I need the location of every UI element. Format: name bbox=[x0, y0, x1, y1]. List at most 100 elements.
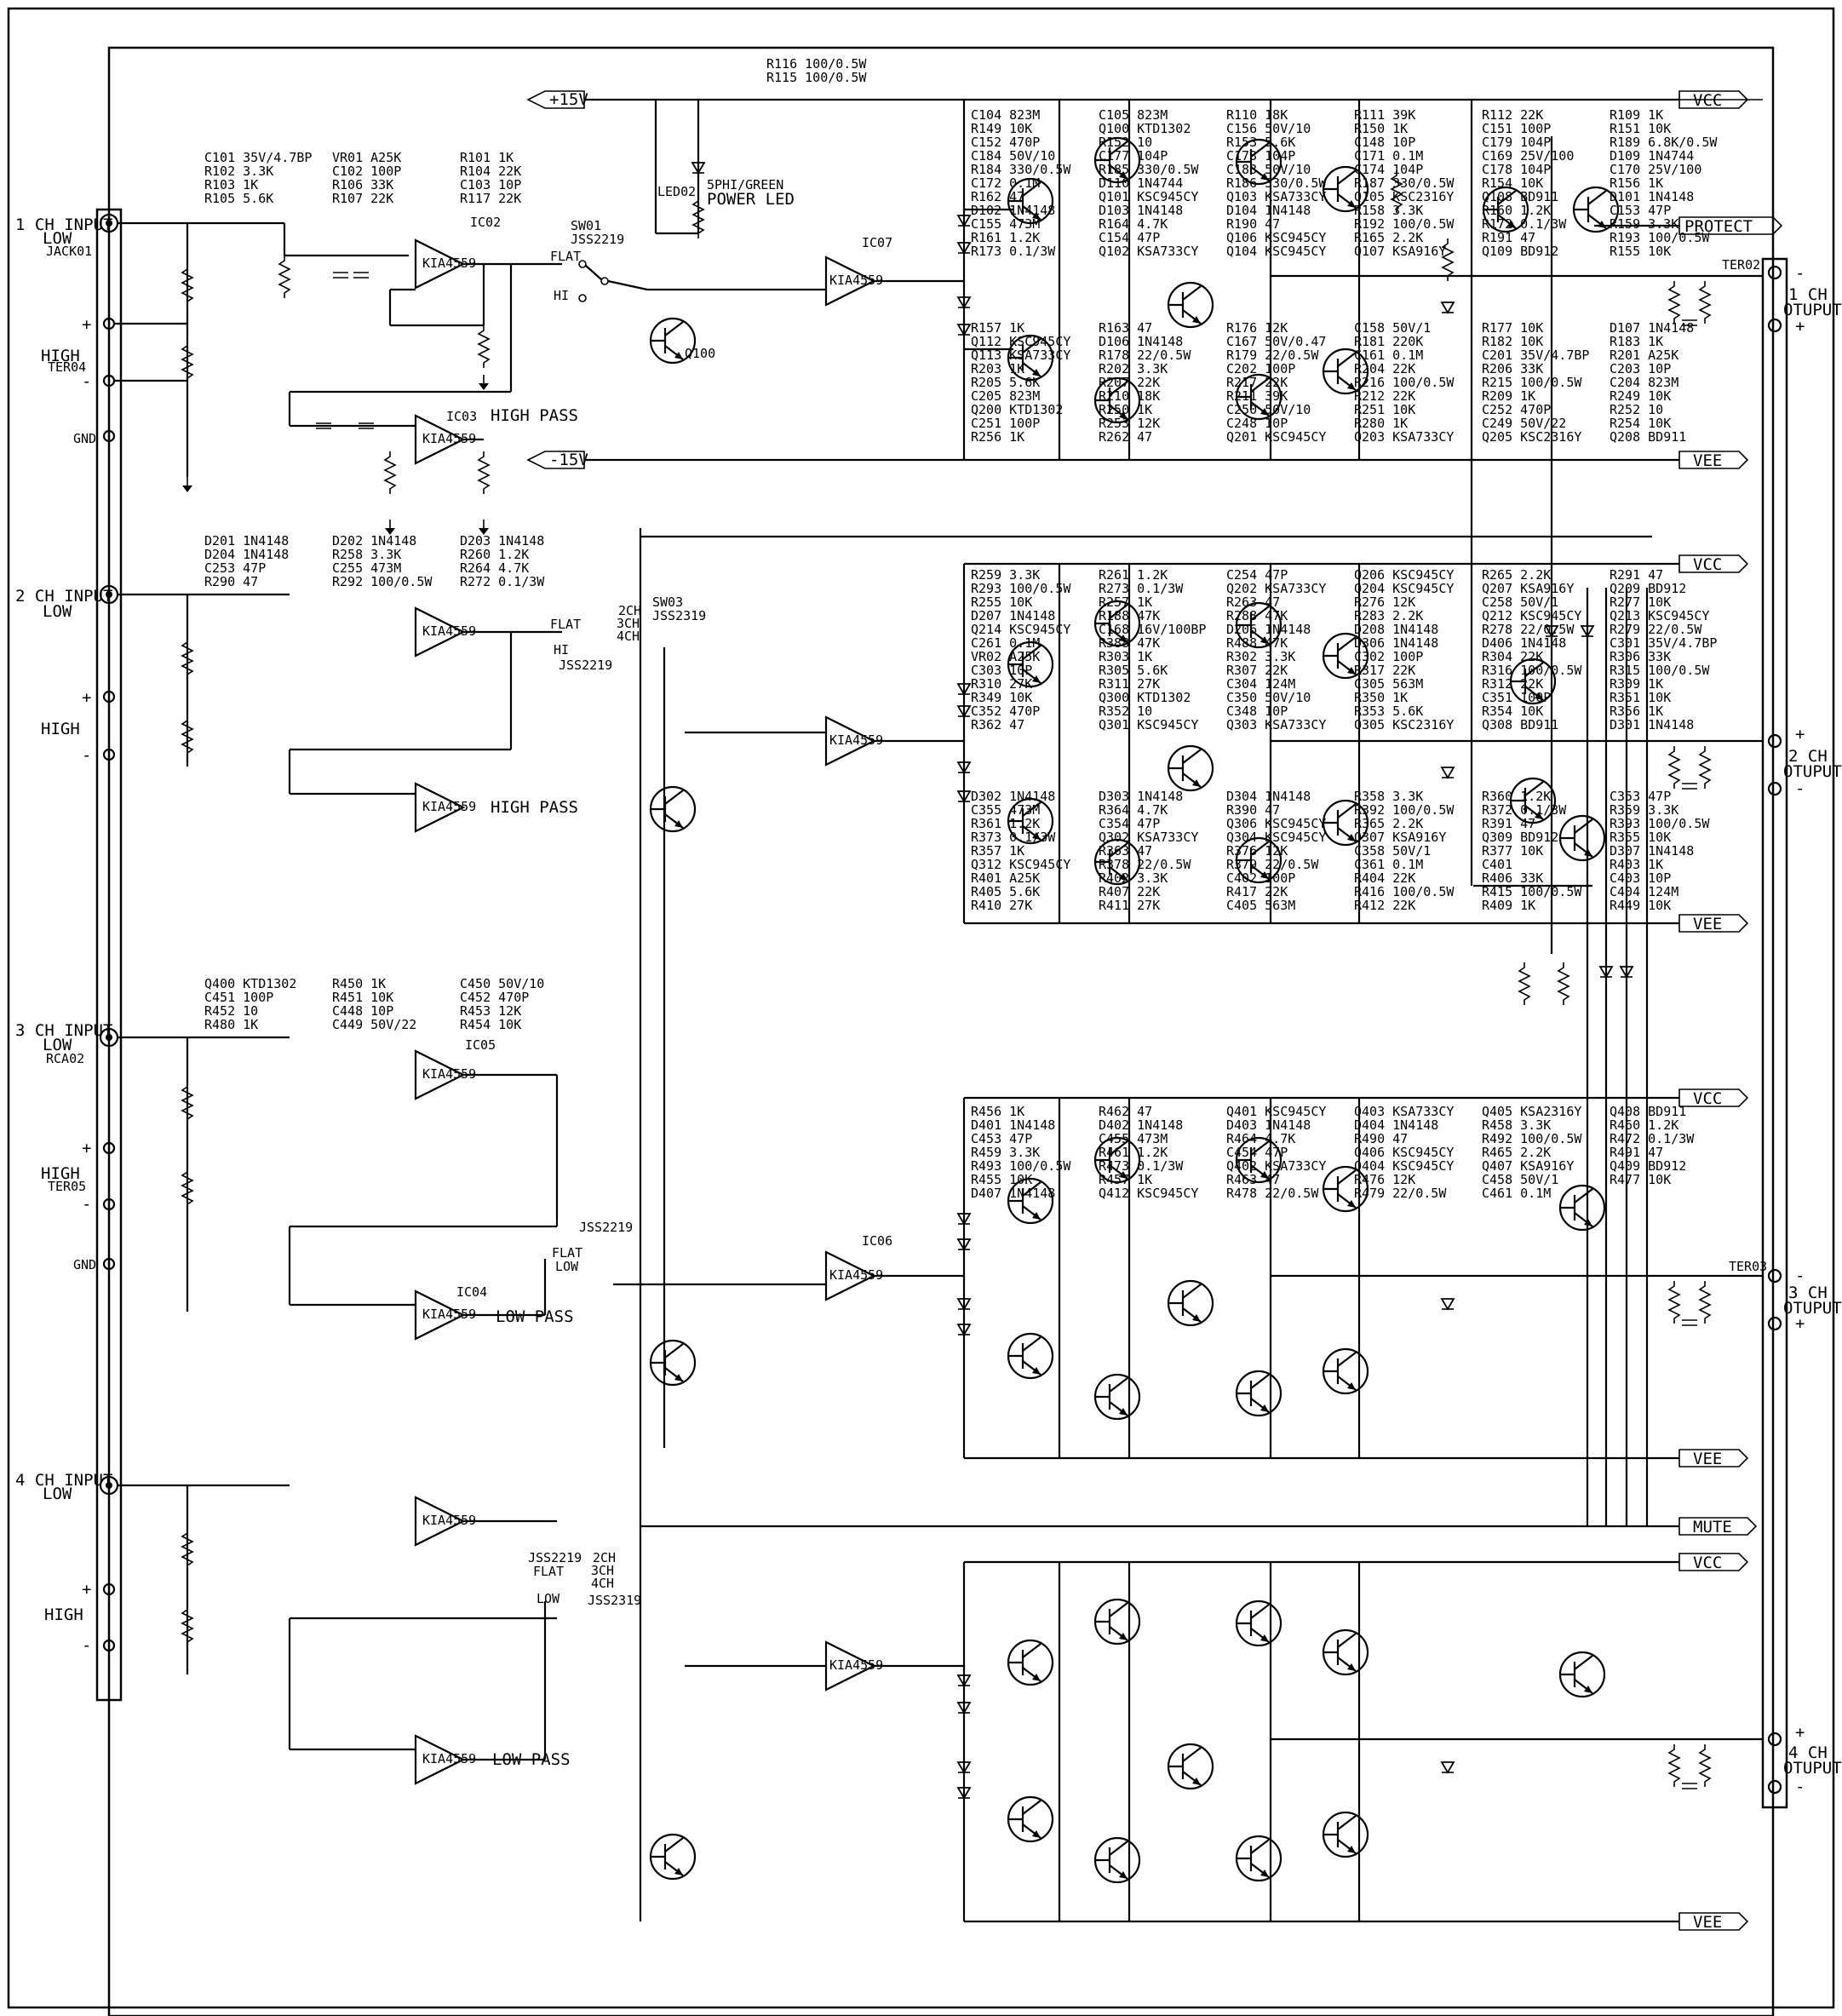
component-label: R252 10 bbox=[1610, 402, 1663, 417]
sw-flat-4: FLAT bbox=[533, 1564, 564, 1579]
component-label: C304 124M bbox=[1226, 676, 1295, 692]
component-label: R492 100/0.5W bbox=[1482, 1131, 1582, 1146]
component-label: R455 10K bbox=[971, 1172, 1032, 1187]
component-label: C172 0.1M bbox=[971, 175, 1040, 191]
opamp-part-4c: KIA4559 bbox=[829, 1657, 883, 1673]
component-label: R257 1K bbox=[1099, 594, 1152, 610]
opamp-part-2c: KIA4559 bbox=[829, 732, 883, 748]
component-label: R206 33K bbox=[1482, 361, 1543, 376]
component-label: R372 0.1/3W bbox=[1482, 802, 1567, 818]
component-label: R280 1K bbox=[1354, 416, 1408, 431]
component-label: Q113 KSA733CY bbox=[971, 347, 1070, 363]
component-label: R401 A25K bbox=[971, 870, 1040, 886]
component-label: R350 1K bbox=[1354, 690, 1408, 705]
output-sign-bot-3: + bbox=[1795, 1314, 1805, 1333]
led-ref: LED02 bbox=[657, 184, 696, 199]
component-label: R217 22K bbox=[1226, 375, 1288, 390]
component-label: R316 100/0.5W bbox=[1482, 663, 1582, 678]
opamp-part-2b: KIA4559 bbox=[422, 799, 476, 814]
component-label: R409 1K bbox=[1482, 898, 1535, 913]
component-label: R163 47 bbox=[1099, 320, 1152, 336]
component-label: R293 100/0.5W bbox=[971, 581, 1071, 596]
component-label: D103 1N4148 bbox=[1099, 203, 1183, 218]
component-label: R373 0.1/3W bbox=[971, 830, 1056, 845]
component-label: R355 10K bbox=[1610, 830, 1671, 845]
component-label: C253 47P bbox=[204, 560, 266, 576]
component-label: Q208 BD911 bbox=[1610, 429, 1686, 445]
component-label: R192 100/0.5W bbox=[1354, 216, 1455, 232]
led-text1: 5PHI/GREEN bbox=[707, 177, 783, 192]
component-label: Q402 KSA733CY bbox=[1226, 1158, 1326, 1174]
component-label: Q304 KSC945CY bbox=[1226, 830, 1326, 845]
component-label: C305 563M bbox=[1354, 676, 1423, 692]
output-sub-3: OTUPUT bbox=[1783, 1299, 1842, 1318]
component-label: Q309 BD912 bbox=[1482, 830, 1558, 845]
component-label: R203 1K bbox=[971, 361, 1024, 376]
component-label: R315 100/0.5W bbox=[1610, 663, 1710, 678]
input-high-2: HIGH bbox=[41, 720, 80, 738]
component-label: C153 47P bbox=[1610, 203, 1671, 218]
rail-tag-vcc-4 bbox=[1678, 1553, 1749, 1571]
component-label: R452 10 bbox=[204, 1003, 258, 1019]
component-label: C455 473M bbox=[1099, 1131, 1168, 1146]
input-title-4: 4 CH INPUT bbox=[15, 1471, 112, 1490]
input-high-1: HIGH bbox=[41, 347, 80, 365]
sw02-4ch: 4CH bbox=[591, 1576, 614, 1591]
component-label: R111 39K bbox=[1354, 107, 1415, 123]
component-label: R493 100/0.5W bbox=[971, 1158, 1071, 1174]
component-label: R256 1K bbox=[971, 429, 1024, 445]
component-label: C403 10P bbox=[1610, 870, 1671, 886]
sw-low-3: LOW bbox=[555, 1259, 579, 1274]
component-label: R449 10K bbox=[1610, 898, 1671, 913]
input-channel-1: 1 CH INPUT LOW JACK01 HIGH TER04 GND + - bbox=[15, 213, 409, 493]
component-label: Q203 KSA733CY bbox=[1354, 429, 1454, 445]
component-label: Q300 KTD1302 bbox=[1099, 690, 1191, 705]
component-label: R465 2.2K bbox=[1482, 1145, 1551, 1160]
input-title-2: 2 CH INPUT bbox=[15, 587, 112, 606]
component-label: R102 3.3K bbox=[204, 164, 273, 179]
component-label: Q404 KSC945CY bbox=[1354, 1158, 1454, 1174]
component-label: D101 1N4148 bbox=[1610, 189, 1694, 204]
pin-minus-1: - bbox=[82, 372, 91, 391]
component-label: C353 47P bbox=[1610, 789, 1671, 804]
component-label: R251 10K bbox=[1354, 402, 1415, 417]
component-label: Q213 KSC945CY bbox=[1610, 608, 1709, 623]
opamp-part-3b: KIA4559 bbox=[422, 1307, 476, 1322]
component-label: R478 22/0.5W bbox=[1226, 1186, 1319, 1201]
component-label: D306 1N4148 bbox=[1354, 635, 1438, 651]
component-label: Q407 KSA916Y bbox=[1482, 1158, 1574, 1174]
component-label: R379 22/0.5W bbox=[1226, 857, 1319, 872]
pin-plus-2: + bbox=[82, 688, 91, 707]
component-label: D301 1N4148 bbox=[1610, 717, 1694, 732]
component-label: R250 1K bbox=[1099, 402, 1152, 417]
component-label: R183 1K bbox=[1610, 334, 1663, 349]
component-label: C174 104P bbox=[1354, 162, 1423, 177]
component-label: C183 50V/10 bbox=[1226, 162, 1311, 177]
component-label: D303 1N4148 bbox=[1099, 789, 1183, 804]
component-label: R188 47K bbox=[1099, 608, 1160, 623]
component-label: D203 1N4148 bbox=[460, 533, 544, 549]
component-label: R490 47 bbox=[1354, 1131, 1408, 1146]
signal-bus bbox=[639, 99, 1763, 1921]
component-label: R249 10K bbox=[1610, 388, 1671, 404]
opamp-ref-3: IC05 bbox=[465, 1037, 496, 1053]
sw-flat-3: FLAT bbox=[552, 1245, 582, 1261]
output-sign-bot-1: + bbox=[1795, 317, 1805, 336]
component-label: R253 12K bbox=[1099, 416, 1160, 431]
component-label: R149 10K bbox=[971, 121, 1032, 136]
rail-label-vcc-4: VCC bbox=[1693, 1554, 1722, 1572]
sw03-2ch: 2CH bbox=[618, 603, 641, 618]
component-label: C258 50V/1 bbox=[1482, 594, 1558, 610]
component-label: C454 47P bbox=[1226, 1145, 1288, 1160]
component-label: R156 1K bbox=[1610, 175, 1663, 191]
input-title-3: 3 CH INPUT bbox=[15, 1021, 112, 1040]
component-label: R178 22/0.5W bbox=[1099, 347, 1191, 363]
component-label: R377 10K bbox=[1482, 843, 1543, 859]
component-label: R365 2.2K bbox=[1354, 816, 1423, 831]
output-label-2: 2 CH bbox=[1788, 747, 1828, 766]
component-label: R311 27K bbox=[1099, 676, 1160, 692]
rail-tag-vcc-1 bbox=[1678, 90, 1749, 109]
component-label: R416 100/0.5W bbox=[1354, 884, 1455, 899]
component-label: C458 50V/1 bbox=[1482, 1172, 1558, 1187]
opamp-part-2: KIA4559 bbox=[422, 623, 476, 639]
